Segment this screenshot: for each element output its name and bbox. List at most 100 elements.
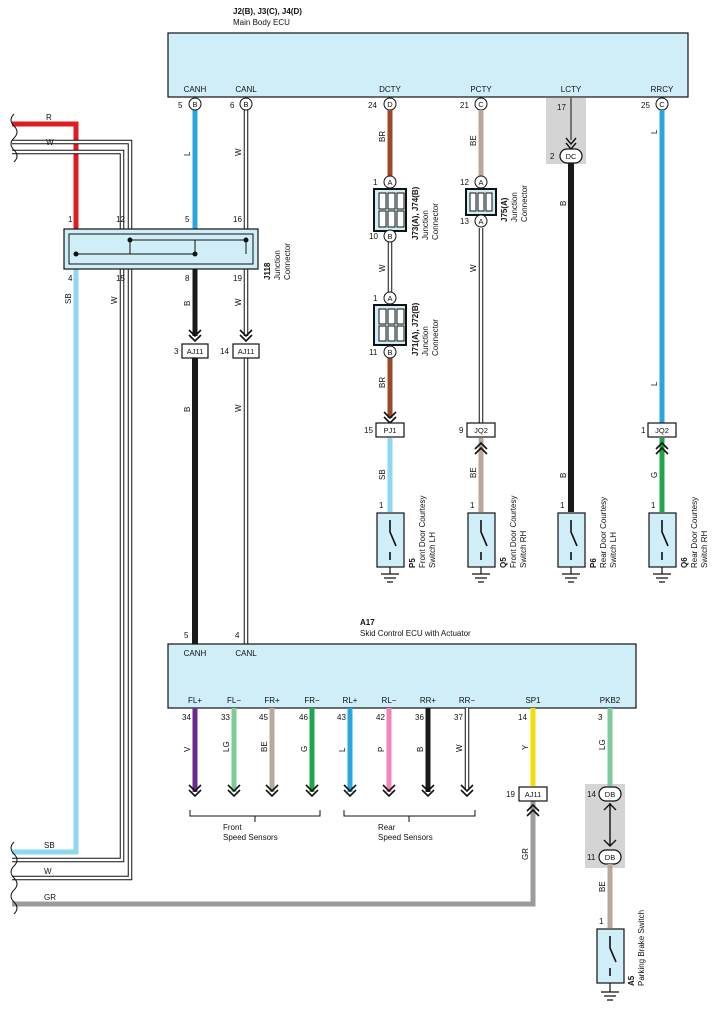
wire-color-lcty: B	[559, 201, 568, 206]
switch-id: P6	[589, 558, 598, 568]
j73-desc1: Junction	[421, 210, 430, 240]
switch-pin: 1	[470, 501, 475, 510]
j73-top-letter: A	[387, 178, 392, 187]
wire-color-canh-mid: B	[183, 301, 192, 306]
wire-color-pkb-low: BE	[598, 881, 607, 892]
switch-q5: 1 Q5 Front Door Courtesy Switch RH	[467, 496, 528, 583]
sensor-terminal-label: FR−	[304, 696, 320, 705]
skid-pin-canl: 4	[235, 631, 240, 640]
skid-term-sp1: SP1	[525, 696, 541, 705]
switch-p5: 1 P5 Front Door Courtesy Switch LH	[376, 496, 437, 583]
group-rear-1: Rear	[378, 823, 396, 832]
dc-label: DC	[566, 152, 577, 161]
j118-pin-t2: 12	[116, 215, 125, 224]
jq2b-label: JQ2	[655, 426, 669, 435]
j73-id: J73(A), J74(B)	[411, 186, 420, 240]
switch-name2: Switch RH	[700, 530, 709, 568]
sensor-pin-label: 42	[376, 713, 385, 722]
j118-pin-b3: 8	[185, 274, 190, 283]
lcty-branch: DC 2 B B	[550, 98, 583, 512]
pin-lcty: 17	[557, 103, 566, 112]
pj1-pin: 15	[364, 426, 373, 435]
wire-color-dcty-4: SB	[378, 469, 387, 480]
switch-name1: Rear Door Courtesy	[599, 497, 608, 568]
sensor-wire-color: G	[300, 746, 309, 752]
terminal-canl: CANL	[235, 85, 257, 94]
sensor-wire-color: W	[455, 744, 464, 752]
j71-top-letter: A	[387, 294, 392, 303]
sensor-terminal-label: RR+	[420, 696, 437, 705]
can-wires: L W B W B W	[183, 110, 253, 644]
conn-letter-canh: B	[192, 100, 197, 109]
terminal-canh: CANH	[184, 85, 207, 94]
j73-desc2: Connector	[431, 203, 440, 240]
sensor-terminal-label: FL−	[227, 696, 241, 705]
sensor-output-rr-minus: RR−37W	[454, 696, 475, 798]
aj11-label2: AJ11	[238, 347, 255, 356]
ecu-main-ids: J2(B), J3(C), J4(D)	[233, 7, 302, 16]
aj11-sp1-label: AJ11	[525, 790, 542, 799]
chevron-icon	[239, 329, 253, 343]
j118-pin-b2: 15	[116, 274, 125, 283]
pin-dcty: 24	[368, 101, 377, 110]
conn-letter-canl: B	[243, 100, 248, 109]
switch-p6: 1 P6 Rear Door Courtesy Switch LH	[557, 497, 618, 583]
skid-pin-canh: 5	[184, 631, 189, 640]
sensor-terminal-label: FL+	[188, 696, 202, 705]
aj11-pin1: 3	[174, 347, 179, 356]
terminal-rrcy: RRCY	[651, 85, 674, 94]
sensor-wire-color: B	[416, 747, 425, 752]
sensor-group-brackets: Front Speed Sensors Rear Speed Sensors	[189, 810, 476, 842]
dc-pin: 2	[550, 152, 555, 161]
db-top-pin: 14	[587, 790, 596, 799]
wire-color-sp1: Y	[521, 744, 530, 750]
j75-bottom-pin: 13	[460, 217, 469, 226]
parking-switch-pin: 1	[599, 917, 604, 926]
main-body-ecu	[167, 32, 689, 98]
switch-q6: 1 Q6 Rear Door Courtesy Switch RH	[648, 497, 709, 583]
pin-canl: 6	[230, 101, 235, 110]
pcty-branch: BE W BE A 12 A 13 J75(A) Junction Connec…	[459, 110, 529, 512]
wire-color-dcty-2: W	[378, 264, 387, 272]
ecu-main-name: Main Body ECU	[233, 18, 290, 27]
jq2b-pin: 1	[641, 426, 646, 435]
j118-pin-t4: 16	[233, 215, 242, 224]
sensor-pin-label: 45	[259, 713, 268, 722]
db-top-label: DB	[605, 790, 615, 799]
group-rear-2: Speed Sensors	[378, 833, 433, 842]
j75-bottom-letter: A	[478, 217, 483, 226]
wire-color-lcty-low: B	[559, 473, 568, 478]
sensor-terminal-label: RL−	[382, 696, 397, 705]
j71-bottom-letter: B	[387, 348, 392, 357]
switch-name2: Switch LH	[428, 532, 437, 568]
j118-desc1: Junction	[273, 250, 282, 280]
j118-pin-b4: 19	[233, 274, 242, 283]
conn-letter-rrcy: C	[659, 100, 665, 109]
j71-desc2: Connector	[431, 319, 440, 356]
switch-name2: Switch RH	[519, 530, 528, 568]
skid-term-canl: CANL	[235, 649, 257, 658]
pin-rrcy: 25	[641, 101, 650, 110]
sensor-wire-color: BE	[260, 741, 269, 752]
sensor-output-rr-plus: RR+ 36B	[415, 696, 437, 798]
sensor-wire-color: LG	[222, 741, 231, 752]
aj11-sp1-pin: 19	[506, 790, 515, 799]
wire-color-gr: GR	[521, 848, 530, 860]
sensor-pin-label: 34	[182, 713, 191, 722]
aj11-can-connectors: 3 AJ11 14 AJ11	[174, 343, 260, 359]
j75-top-pin: 12	[460, 178, 469, 187]
sensor-pin-label: 36	[415, 713, 424, 722]
j75-id: J75(A)	[500, 197, 509, 222]
wire-color-pcty-3: BE	[469, 467, 478, 478]
sensor-wire-color: L	[338, 747, 347, 752]
sensor-output-fl-plus: FL+34V	[182, 696, 202, 798]
pin-pcty: 21	[460, 101, 469, 110]
sp1-branch: Y GR 19 AJ11	[506, 708, 548, 860]
parking-switch-name: Parking Brake Switch	[637, 910, 646, 986]
j71-bottom-pin: 11	[369, 348, 378, 357]
sensor-pin-label: 33	[221, 713, 230, 722]
pin-canh: 5	[178, 101, 183, 110]
left-bus: R W SB W GR SB W	[10, 113, 536, 915]
